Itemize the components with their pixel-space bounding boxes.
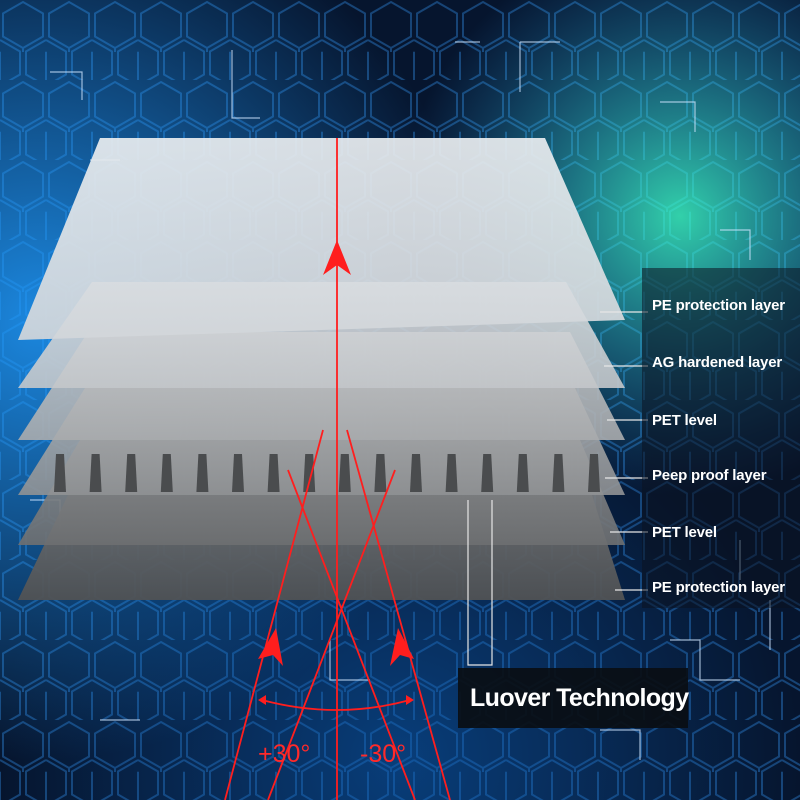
- louver-slat: [552, 454, 565, 492]
- louver-slat: [196, 454, 209, 492]
- left-arrow-icon: [258, 628, 283, 666]
- louver-slat: [267, 454, 280, 492]
- label-pet-lower: PET level: [652, 524, 717, 541]
- brand-box: [458, 668, 688, 728]
- louver-slat: [232, 454, 244, 492]
- louver-slat: [410, 454, 422, 492]
- arc-right-tip-icon: [406, 695, 414, 705]
- label-peep-proof: Peep proof layer: [652, 467, 767, 484]
- louver-slat: [445, 454, 458, 492]
- arc-left-tip-icon: [258, 695, 266, 705]
- layer-stack: [18, 138, 625, 600]
- louver-slat: [54, 454, 66, 492]
- circuit-lines: [30, 41, 771, 760]
- label-pe-protection-top: PE protection layer: [652, 297, 785, 314]
- louver-slat: [374, 454, 387, 492]
- peep-proof-louvers: [54, 454, 600, 492]
- label-pet-upper: PET level: [652, 412, 717, 429]
- up-arrow-icon: [323, 240, 351, 275]
- louver-slat: [481, 454, 494, 492]
- louver-slat: [303, 454, 316, 492]
- labels-panel: [642, 268, 800, 608]
- louver-slat: [516, 454, 529, 492]
- angle-negative: -30°: [360, 740, 407, 768]
- label-pe-protection-bottom: PE protection layer: [652, 579, 785, 596]
- angle-positive: +30°: [258, 740, 311, 768]
- layer-pe-top: [18, 138, 625, 340]
- louver-slat: [338, 454, 351, 492]
- ray-arrowheads: [258, 240, 414, 705]
- louver-slat: [125, 454, 138, 492]
- louver-slat: [160, 454, 173, 492]
- right-arrow-icon: [390, 628, 414, 666]
- louver-slat: [588, 454, 600, 492]
- louver-slat: [89, 454, 102, 492]
- label-ag-hardened: AG hardened layer: [652, 354, 782, 371]
- brand-name: Luover Technology: [470, 684, 689, 712]
